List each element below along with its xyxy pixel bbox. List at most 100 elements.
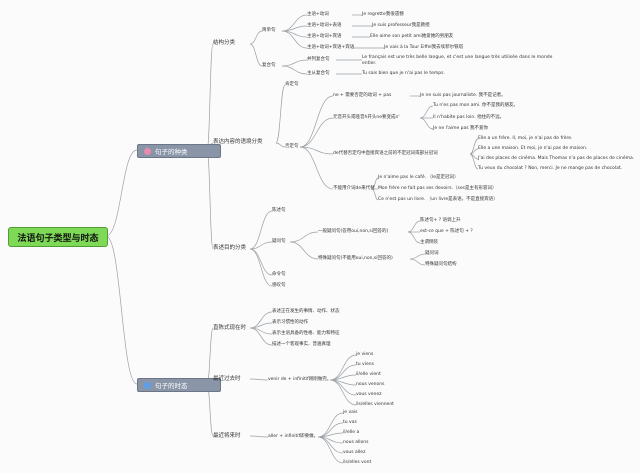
near-past-conj: nous venons xyxy=(356,382,385,387)
near-past-conj: il/elle vient xyxy=(356,372,381,377)
structure-node[interactable]: 结构分类 xyxy=(213,40,236,46)
near-future-conj: ils/elles vont xyxy=(343,460,372,465)
de-example: Elle a une maison. Et moi, je n'ai pas d… xyxy=(478,146,588,151)
connector xyxy=(249,248,273,287)
inverse-example: Je ne l'aime pas 我不爱你 xyxy=(433,126,489,131)
connector xyxy=(275,142,286,148)
simple-example: Elle aime son petit ami她爱她的男朋友 xyxy=(370,34,454,39)
connector xyxy=(299,95,334,148)
ne-pas-example: Je ne suis pas journaliste. 我不是记者。 xyxy=(420,93,506,98)
connector xyxy=(249,30,263,45)
special-question: 特殊疑问句(不能用oui,non,si回答的) xyxy=(318,256,393,261)
near-past-conj: tu viens xyxy=(356,362,374,367)
near-past-conj: ils/elles viennent xyxy=(356,402,394,407)
connector xyxy=(409,253,426,260)
connector xyxy=(419,117,434,130)
de-rule: de代替否定句中直接宾语之前的不定冠词或部分冠词 xyxy=(333,151,438,156)
root-node[interactable]: 法语句子类型与时态 xyxy=(8,227,108,247)
connector xyxy=(206,149,214,250)
near-future-conj: vous allez xyxy=(343,450,366,455)
compound-pattern: 并列复合句 xyxy=(307,57,330,62)
branch-types[interactable]: 句子的种类 xyxy=(137,144,221,158)
exclamative-node[interactable]: 感叹句 xyxy=(272,283,286,288)
connector xyxy=(249,378,269,381)
ne-pas-rule: ne + 需要否定的动词 + pas xyxy=(333,93,392,98)
near-future-rule: aller + infinitif即要做。 xyxy=(268,434,319,439)
no-change-example: Mon frère ne fait pas ses devoirs.（ses是主… xyxy=(378,186,497,191)
connector xyxy=(206,43,214,151)
connector xyxy=(407,220,421,233)
present-node[interactable]: 直陈式现在时 xyxy=(213,325,247,331)
water-icon xyxy=(144,381,151,389)
compound-node[interactable]: 复合句 xyxy=(262,63,276,68)
connector xyxy=(407,231,421,244)
branch-tenses-label: 句子的时态 xyxy=(155,382,188,390)
general-example: 主谓倒装 xyxy=(420,240,438,245)
connector xyxy=(317,436,344,464)
simple-example: Je vais à la Tour Eiffel我去埃菲尔铁塔 xyxy=(384,45,464,50)
connector xyxy=(281,59,308,67)
interrogative-node[interactable]: 疑问句 xyxy=(272,239,286,244)
special-example: 特殊疑问句结构 xyxy=(425,262,457,267)
simple-pattern: 主语+动词 xyxy=(307,12,329,17)
simple-pattern: 主语+动词+宾语+宾语 xyxy=(307,45,355,50)
no-change-rule: 不能用介词de来代替 xyxy=(333,186,375,191)
branch-types-label: 句子的种类 xyxy=(155,148,188,156)
no-change-example: Je n'aime pas le café. （le是定冠词） xyxy=(378,175,459,180)
connector xyxy=(105,235,138,385)
connector xyxy=(281,65,308,75)
connector xyxy=(469,153,479,170)
de-example: Elle a un frère. Il, moi, je n'ai pas de… xyxy=(478,136,573,141)
connector xyxy=(281,30,308,49)
connector xyxy=(329,354,357,381)
connector xyxy=(105,149,138,237)
negative-node[interactable]: 否定句 xyxy=(285,144,299,149)
present-usage: 表示习惯性的动作 xyxy=(272,320,308,325)
connector xyxy=(419,105,434,119)
connector xyxy=(249,43,263,67)
present-usage: 描述一个客观事实、普遍真理 xyxy=(272,342,331,347)
compound-example: Tu sais bien que je n'ai pas le temps. xyxy=(362,71,445,76)
root-label: 法语句子类型与时态 xyxy=(17,233,99,244)
near-future-conj: tu vas xyxy=(343,420,357,425)
connector xyxy=(299,146,334,190)
connector xyxy=(299,146,334,155)
connector xyxy=(249,210,273,250)
connector xyxy=(249,327,273,346)
de-example: Tu veux du chocolat ? Non, merci. Je ne … xyxy=(478,166,623,171)
de-example: J'ai des places de cinéma. Mais Thomas n… xyxy=(478,156,635,161)
affirmative-node[interactable]: 肯定句 xyxy=(285,82,299,87)
purpose-node[interactable]: 表述目的分类 xyxy=(213,245,247,251)
declarative-node[interactable]: 陈述句 xyxy=(272,208,286,213)
connector xyxy=(249,241,273,250)
inverse-example: Tu n'es pas mon ami. 你不是我的朋友。 xyxy=(433,103,519,108)
connector xyxy=(299,117,334,148)
simple-node[interactable]: 简单句 xyxy=(262,28,276,33)
near-past-conj: vous venez xyxy=(356,392,382,397)
connector xyxy=(289,231,319,243)
present-usage: 表述正在发生的事情、动作、状态 xyxy=(272,309,340,314)
connector xyxy=(329,379,357,406)
near-future-node[interactable]: 最近将来时 xyxy=(213,433,241,439)
special-example: 疑问词 xyxy=(425,251,439,256)
meaning-node[interactable]: 表达内容的语境分类 xyxy=(213,139,263,145)
no-change-example: Ce n'est pas un livre. （un livre是表语，不是直接… xyxy=(378,197,498,202)
compound-example: Le français est une très belle langue, e… xyxy=(362,55,553,66)
general-question: 一般疑问句(答用oui,non,si回答的) xyxy=(318,229,389,234)
imperative-node[interactable]: 命令句 xyxy=(272,272,286,277)
simple-example: Je suis professeur我是教授 xyxy=(372,23,430,28)
connector xyxy=(249,248,273,276)
connector xyxy=(371,188,379,201)
near-future-conj: je vais xyxy=(343,410,358,415)
inverse-example: Il n'habite pas loin. 他住的不远。 xyxy=(433,115,505,120)
connector xyxy=(317,412,344,438)
simple-pattern: 主语+动词+宾语 xyxy=(307,34,342,39)
simple-example: Je regrette我很遗憾 xyxy=(362,12,404,17)
connector xyxy=(289,241,319,260)
general-example: 陈述句+ ? 语调上升 xyxy=(420,218,461,223)
inverse-rule: 元音开头或哑音h开头ne要变成n' xyxy=(333,115,400,120)
connector xyxy=(409,258,426,266)
branch-tenses[interactable]: 句子的时态 xyxy=(137,378,221,392)
near-past-node[interactable]: 最近过去时 xyxy=(213,376,241,382)
